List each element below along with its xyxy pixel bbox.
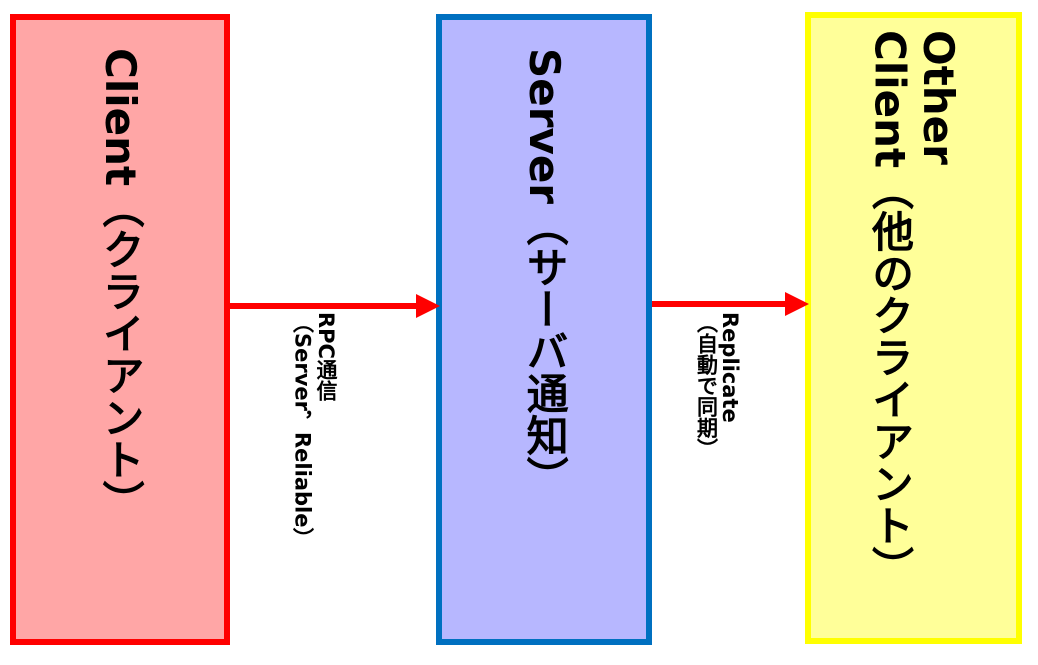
client-node: Client（クライアント） — [10, 14, 230, 645]
other-client-node: Other Client（他のクライアント） — [805, 12, 1022, 644]
rpc-edge-label: RPC通信 （Server，Reliable） — [290, 312, 339, 549]
server-node: Server（サーバ通知） — [436, 14, 652, 645]
replicate-edge-label: Replicate （自動で同期） — [694, 312, 743, 459]
other-client-node-label: Other Client（他のクライアント） — [865, 30, 963, 589]
client-node-label: Client（クライアント） — [96, 48, 146, 523]
server-node-label: Server（サーバ通知） — [520, 48, 570, 499]
